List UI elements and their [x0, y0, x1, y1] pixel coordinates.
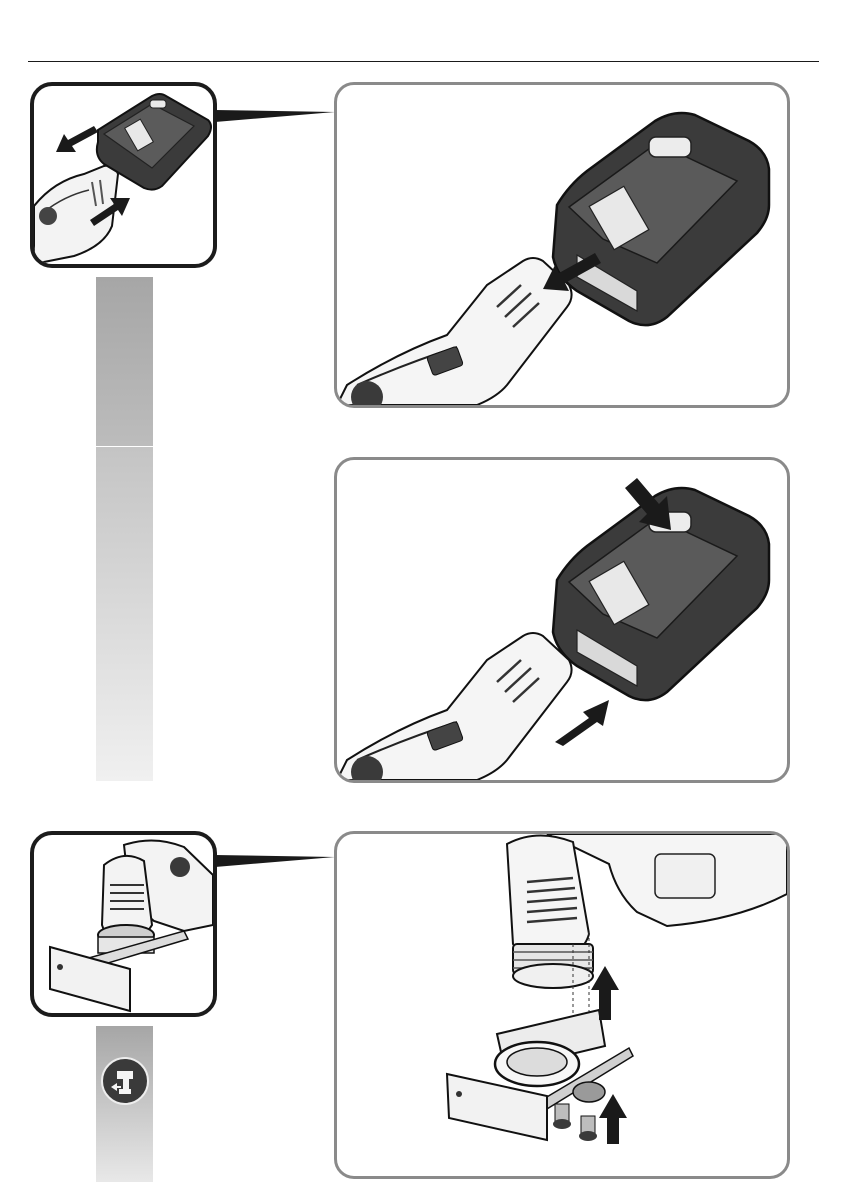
arrow-up-icon — [599, 1094, 627, 1144]
tool-battery-icon — [101, 1057, 149, 1105]
callout-pointer — [215, 108, 335, 128]
arrow-up-right-icon — [555, 700, 609, 746]
arrow-left-icon — [56, 126, 98, 152]
section-strip-1b — [96, 447, 153, 781]
thumbnail-battery-removal — [30, 82, 217, 268]
callout-pointer — [215, 853, 335, 873]
thumbnail-guide-attachment — [30, 831, 217, 1017]
illustration-battery-insertion — [334, 457, 790, 783]
illustration-battery-removal — [334, 82, 790, 408]
header-rule — [28, 61, 819, 62]
section-strip-1a — [96, 277, 153, 446]
illustration-guide-attachment — [334, 831, 790, 1179]
